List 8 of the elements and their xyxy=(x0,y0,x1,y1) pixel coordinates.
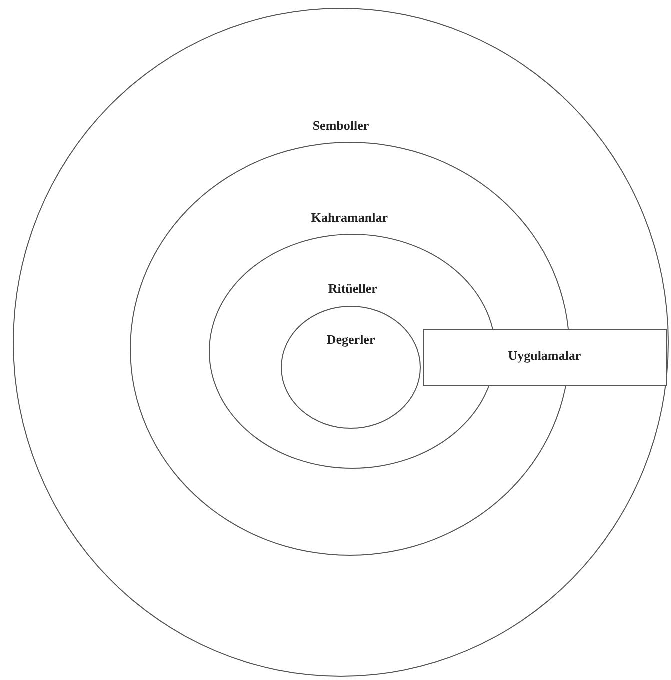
label-box xyxy=(422,328,667,386)
layer-circle xyxy=(281,306,422,430)
layer-label: Uygulamalar xyxy=(508,348,582,364)
layer-label: Kahramanlar xyxy=(311,210,388,226)
layer-label: Degerler xyxy=(326,332,376,347)
layer-label: Ritüeller xyxy=(328,281,378,296)
layer-circle xyxy=(13,8,669,677)
layer-label: Semboller xyxy=(312,118,370,133)
